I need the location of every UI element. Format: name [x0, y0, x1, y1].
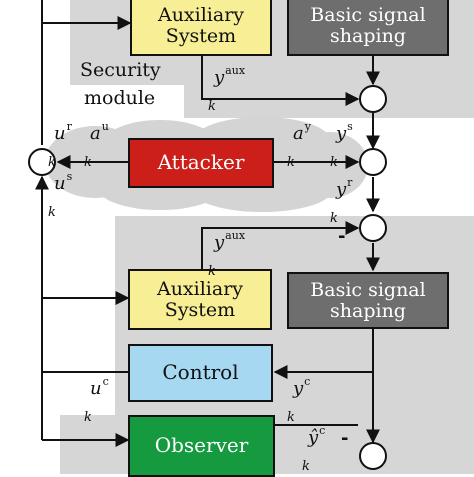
- left-junction: [28, 148, 56, 176]
- control-block: Control: [128, 344, 273, 402]
- security-module-label-line1: Security: [80, 59, 161, 81]
- observer-block: Observer: [128, 415, 275, 477]
- top-auxiliary-system-block: Auxiliary System: [130, 0, 272, 56]
- minus-sign-sum3: -: [338, 226, 346, 247]
- top-aux-line2: System: [165, 24, 237, 47]
- attacker-label: Attacker: [157, 150, 245, 175]
- bottom-aux-line1: Auxiliary: [156, 277, 244, 300]
- bottom-basic-line2: shaping: [330, 299, 406, 322]
- summing-junction-2: [359, 148, 387, 176]
- top-basic-line1: Basic signal: [310, 3, 426, 26]
- top-basic-signal-shaping-block: Basic signal shaping: [287, 0, 449, 56]
- security-module-label-line2: module: [84, 87, 156, 109]
- minus-sign-sum4: -: [341, 428, 349, 449]
- arrow-y-aux-top: [201, 55, 360, 106]
- summing-junction-4: [359, 442, 387, 470]
- arrow-y-aux-bottom: [201, 221, 360, 269]
- summing-junction-3: [359, 214, 387, 242]
- observer-label: Observer: [154, 433, 249, 458]
- attacker-block: Attacker: [128, 138, 274, 188]
- top-aux-line1: Auxiliary: [157, 3, 245, 26]
- bottom-auxiliary-system-block: Auxiliary System: [128, 269, 272, 330]
- control-label: Control: [162, 360, 239, 385]
- top-basic-line2: shaping: [330, 24, 406, 47]
- summing-junction-1: [359, 85, 387, 113]
- bottom-aux-line2: System: [164, 298, 236, 321]
- bottom-basic-signal-shaping-block: Basic signal shaping: [287, 272, 449, 329]
- bottom-basic-line1: Basic signal: [310, 278, 426, 301]
